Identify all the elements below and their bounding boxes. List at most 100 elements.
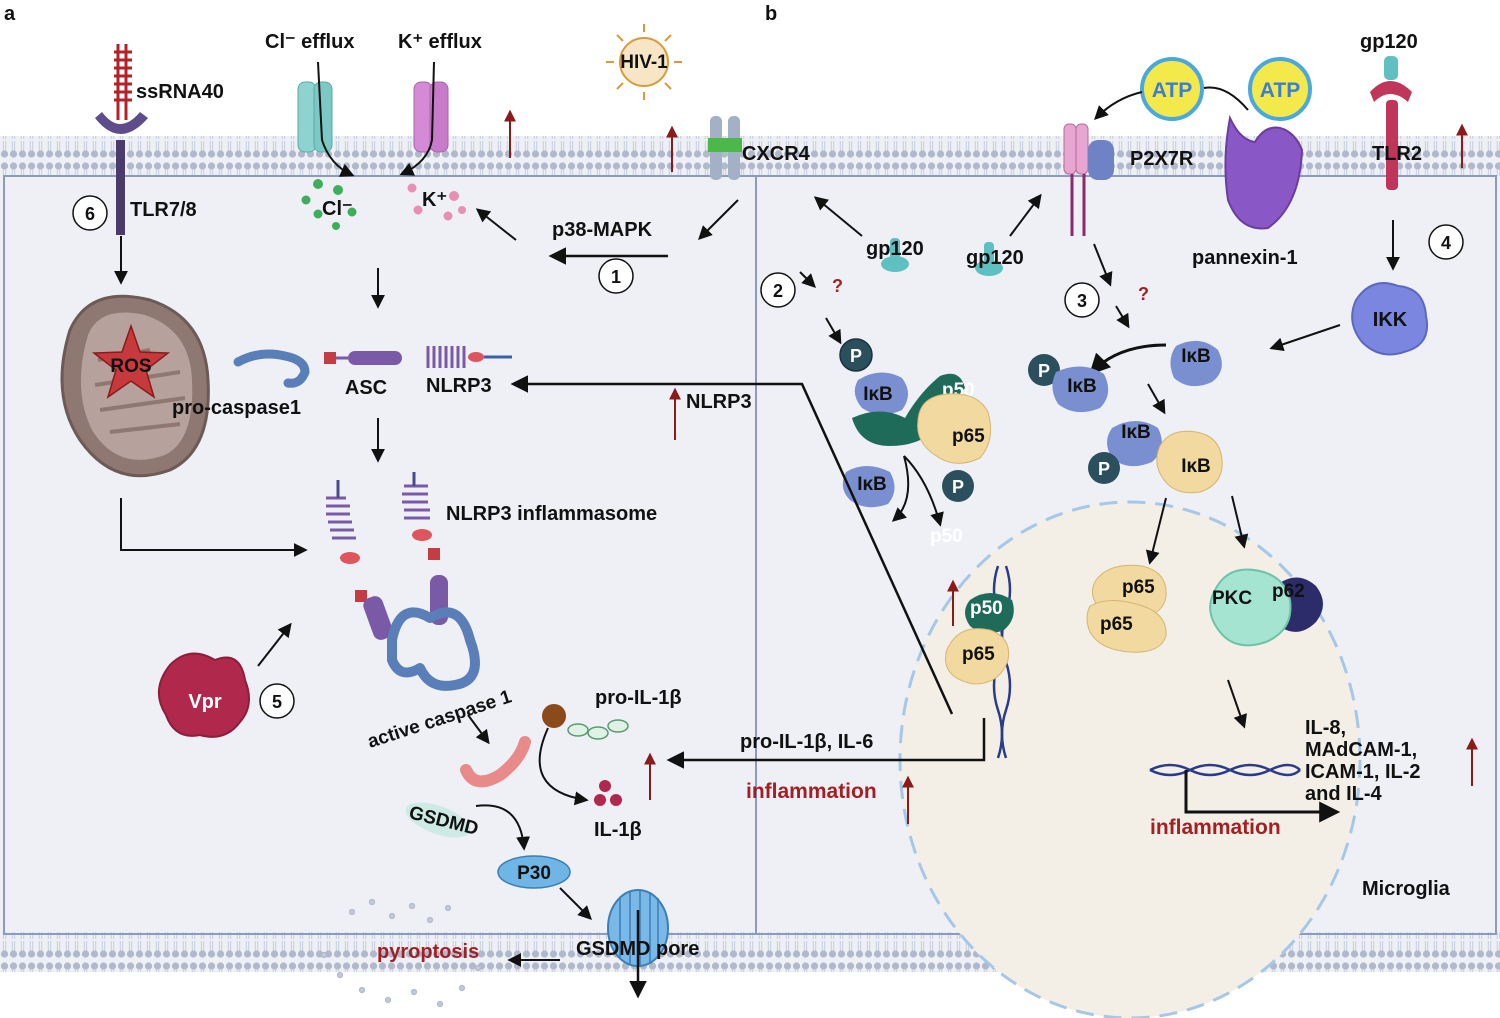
gp120-right-icon <box>975 242 1003 276</box>
cl-ions <box>301 179 357 230</box>
microglia-label: Microglia <box>1362 878 1451 900</box>
step3-arrow <box>1115 305 1130 329</box>
cytokine-2: MAdCAM-1, <box>1305 739 1417 761</box>
ikb-icon-1 <box>854 372 908 415</box>
p-icon-1 <box>839 338 873 372</box>
ikb-label-4: IκB <box>1067 376 1097 397</box>
p30-arrow <box>559 887 592 920</box>
ikb-label-2: IκB <box>857 474 887 495</box>
transcription-arrow <box>1184 770 1341 823</box>
gsdmd-icon <box>405 802 471 838</box>
k-ions <box>407 183 466 221</box>
step1-circle <box>598 258 634 294</box>
ikb-label-3: IκB <box>1181 346 1211 367</box>
ikb-label-5: IκB <box>1121 422 1151 443</box>
pro-il1b-chain <box>567 719 629 740</box>
asc-icon <box>324 351 402 365</box>
cl-channel <box>297 81 333 153</box>
nlrp3-monomer-icon <box>426 346 512 368</box>
pro-caspase1-label: pro-caspase1 <box>172 397 301 419</box>
pyroptosis-label: pyroptosis <box>377 941 479 963</box>
il1b-cleave-arrow <box>538 727 589 806</box>
ikb-icon-2 <box>842 466 895 508</box>
atp-icon-2 <box>1248 57 1312 121</box>
p2x7r-label: P2X7R <box>1130 148 1194 170</box>
k-ion-label: K⁺ <box>422 189 447 211</box>
p-label-3: P <box>1038 361 1050 381</box>
ikk-label: IKK <box>1373 309 1408 331</box>
p-icon-3 <box>1028 354 1060 386</box>
k-channel <box>413 81 449 153</box>
ikb-icon-3 <box>1170 340 1222 387</box>
pannexin-icon <box>1224 114 1304 230</box>
ikk-icon <box>1351 282 1428 356</box>
p62-label: p62 <box>1272 581 1305 602</box>
p50-icon-2 <box>965 593 1014 634</box>
p38-to-k-arrow <box>475 208 517 241</box>
atp-label-1: ATP <box>1152 79 1192 102</box>
pkc-label: PKC <box>1212 588 1252 609</box>
ikb-icon-4 <box>1052 366 1109 413</box>
ikb-label-6: IκB <box>1181 456 1211 477</box>
p65-label-4: p65 <box>1100 614 1133 635</box>
pkc-down-arrow <box>1227 679 1247 729</box>
p65-icon-4 <box>1086 600 1167 653</box>
p2x7r-receptor <box>1063 123 1114 236</box>
tlr78-receptor <box>95 44 148 235</box>
p30-icon <box>497 855 571 889</box>
inflammasome-complex-icon <box>326 472 480 691</box>
complex-down-arrow-2 <box>1231 495 1249 549</box>
p65-label-5: p65 <box>962 644 995 665</box>
p50-label-faded: p50 <box>930 526 963 547</box>
k-efflux-label: K⁺ efflux <box>398 31 482 53</box>
cytokine-list: IL-8, MAdCAM-1, ICAM-1, IL-2 and IL-4 <box>1305 717 1421 805</box>
p65-label-3: p65 <box>1122 577 1155 598</box>
pkc-icon <box>1209 568 1292 647</box>
gsdmd-pore-icon <box>607 889 669 999</box>
gp120-left-arrow <box>813 196 863 237</box>
gsdmd-pore-label: GSDMD pore <box>576 938 699 960</box>
cl-efflux-label: Cl⁻ efflux <box>265 31 354 53</box>
pro-caspase1-icon <box>233 349 310 388</box>
cell-border <box>3 175 1497 935</box>
complex-down-arrow-1 <box>1145 497 1167 565</box>
step4-circle <box>1428 224 1464 260</box>
p30-label: P30 <box>517 863 551 884</box>
vpr-arrow <box>257 622 292 667</box>
p65-icon-2 <box>1156 430 1223 494</box>
nlrp3-feedback-arrow <box>510 375 954 715</box>
ikk-arrow <box>1269 324 1341 352</box>
p65-label-1: p65 <box>952 426 985 447</box>
nlrp3-label: NLRP3 <box>426 375 492 397</box>
question-2: ? <box>832 276 843 296</box>
left-release-arrow-2 <box>903 455 944 527</box>
question-3: ? <box>1138 284 1149 304</box>
atp-icon-1 <box>1140 57 1204 121</box>
step3-label: 3 <box>1077 291 1087 311</box>
p-label-1: P <box>850 346 862 366</box>
ikb-down-arrow <box>1147 383 1166 415</box>
step4-label: 4 <box>1441 233 1451 253</box>
inflammation-label-right: inflammation <box>1150 816 1281 839</box>
cytokine-1: IL-8, <box>1305 717 1346 739</box>
cxcr4-arrow <box>698 199 739 240</box>
atp-label-2: ATP <box>1260 79 1300 102</box>
p2x7r-down-arrow <box>1093 243 1113 287</box>
panel-label-a: a <box>4 3 16 25</box>
gp120-right-label: gp120 <box>966 247 1024 269</box>
left-release-arrow-1 <box>891 455 910 522</box>
dna-helix-icon <box>1149 763 1301 777</box>
step2-arrow-b <box>825 317 842 345</box>
atp-to-p2x7r-arrow <box>1094 91 1143 120</box>
inflammasome-label: NLRP3 inflammasome <box>446 503 657 525</box>
cl-efflux-arrow <box>317 61 355 177</box>
cl-ion-label: Cl⁻ <box>322 198 353 220</box>
p38-label: p38-MAPK <box>552 219 653 241</box>
active-caspase-icon <box>460 736 531 788</box>
ssrna40-label: ssRNA40 <box>136 81 224 103</box>
il1b-label: IL-1β <box>594 819 642 841</box>
step1-label: 1 <box>611 267 621 287</box>
cytokine-4: and IL-4 <box>1305 783 1383 805</box>
